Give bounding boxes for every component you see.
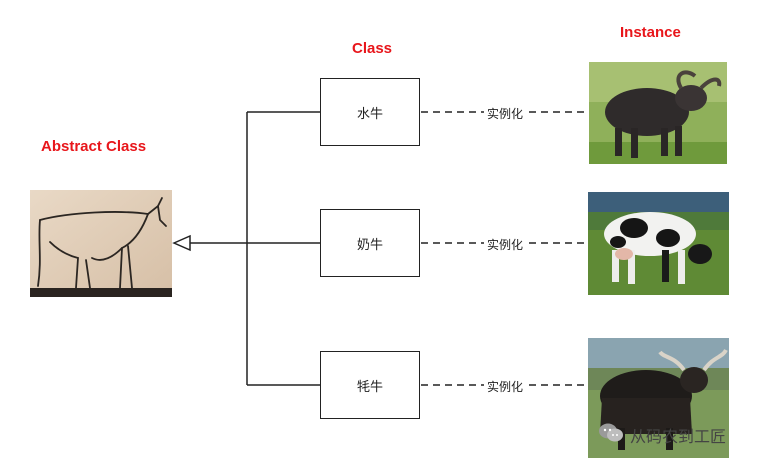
watermark-text: 从码农到工匠: [630, 427, 727, 446]
class-box-yak: 牦牛: [320, 351, 420, 419]
class-label: 牦牛: [356, 379, 383, 395]
dairy-cow-photo: [588, 192, 729, 295]
class-box-water-buffalo: 水牛: [320, 78, 420, 146]
wechat-icon: [598, 422, 624, 448]
inheritance-arrow-icon: [172, 234, 191, 252]
instantiation-label: 实例化: [484, 236, 527, 253]
water-buffalo-photo: [589, 62, 727, 164]
instance-heading: Instance: [620, 24, 681, 41]
class-label: 奶牛: [356, 237, 383, 253]
class-label: 水牛: [356, 106, 383, 122]
bull-sketch-image: [30, 190, 172, 297]
abstract-class-heading: Abstract Class: [41, 138, 147, 155]
instantiation-label: 实例化: [484, 378, 527, 395]
class-heading: Class: [352, 40, 393, 57]
watermark: 从码农到工匠: [598, 422, 726, 448]
instantiation-label: 实例化: [484, 105, 527, 122]
class-box-dairy-cow: 奶牛: [320, 209, 420, 277]
